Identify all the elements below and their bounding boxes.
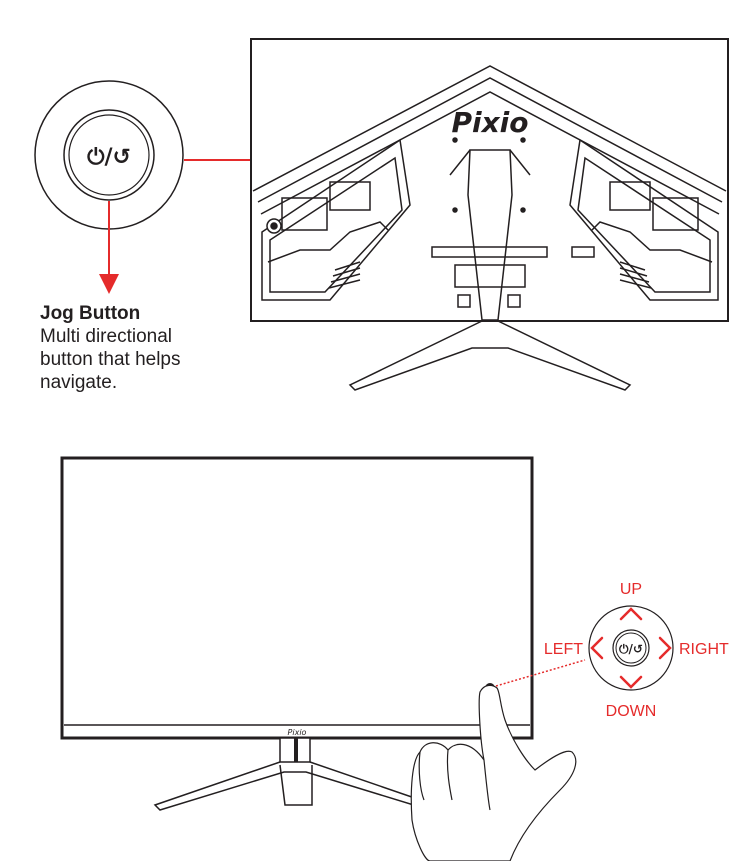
up-arrow-icon bbox=[619, 607, 643, 621]
jog-button-caption: Jog Button Multi directional button that… bbox=[40, 303, 260, 394]
front-brand-logo: Pixio bbox=[288, 728, 307, 737]
direction-label-right: RIGHT bbox=[679, 641, 729, 658]
caption-title: Jog Button bbox=[40, 303, 141, 324]
down-arrow-icon bbox=[619, 675, 643, 689]
direction-label-down: DOWN bbox=[606, 703, 657, 720]
caption-description: Multi directional button that helps navi… bbox=[40, 326, 181, 393]
hand-illustration bbox=[410, 684, 577, 861]
monitor-back-view bbox=[250, 38, 729, 391]
direction-pad: ⏻/↺ bbox=[588, 605, 674, 691]
monitor-front-view bbox=[60, 456, 534, 811]
left-arrow-icon bbox=[590, 636, 604, 660]
brand-logo: Pixio bbox=[451, 106, 528, 139]
direction-label-left: LEFT bbox=[544, 641, 583, 658]
power-return-icon: ⏻/↺ bbox=[87, 145, 131, 170]
direction-label-up: UP bbox=[620, 581, 642, 598]
callout-dotted-line bbox=[495, 659, 586, 687]
power-return-icon-small: ⏻/↺ bbox=[619, 642, 643, 656]
direction-arrows bbox=[590, 607, 672, 689]
right-arrow-icon bbox=[658, 636, 672, 660]
jog-button-zoom: ⏻/↺ bbox=[34, 80, 184, 230]
